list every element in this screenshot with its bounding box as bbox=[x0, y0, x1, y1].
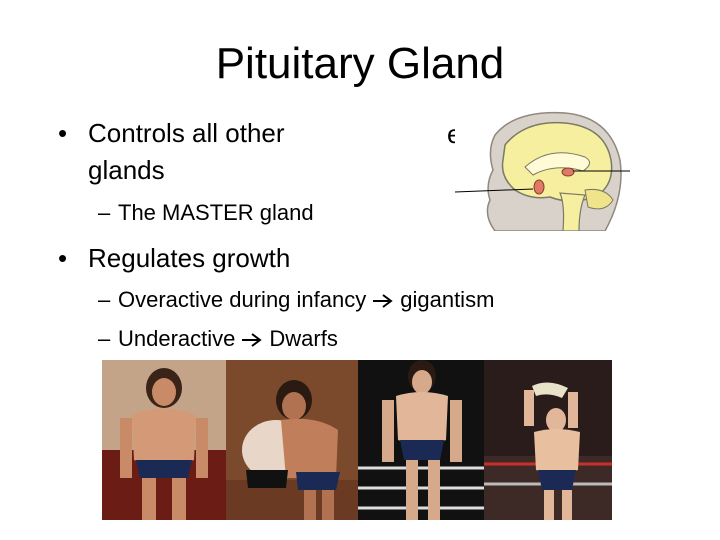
bullet-text: Regulates growth bbox=[88, 243, 291, 273]
subbullet-text: The MASTER gland bbox=[118, 200, 314, 225]
wrestler-holding-belt-photo bbox=[484, 360, 612, 520]
dash-marker: – bbox=[98, 326, 111, 351]
bullet-controls-glands: • Controls all other bbox=[58, 116, 285, 150]
subbullet-after: Dwarfs bbox=[269, 326, 338, 351]
right-arrow-icon bbox=[373, 294, 393, 308]
bullet-text-line2: glands bbox=[88, 155, 165, 185]
bullet-text-line1: Controls all other bbox=[88, 118, 285, 148]
bullet-marker: • bbox=[58, 243, 68, 273]
bullet-regulates-growth: • Regulates growth bbox=[58, 241, 290, 275]
subbullet-before: Overactive during infancy bbox=[118, 287, 367, 312]
wrestler-standing-photo bbox=[102, 360, 226, 520]
wrestlers-grappling-photo bbox=[226, 360, 358, 520]
bullet-controls-glands-cont: glands bbox=[88, 153, 165, 187]
subbullet-before: Underactive bbox=[118, 326, 236, 351]
slide-title: Pituitary Gland bbox=[215, 39, 505, 88]
wrestler-photos-strip bbox=[102, 360, 612, 520]
subbullet-master-gland: –The MASTER gland bbox=[98, 198, 314, 228]
wrestler-in-ring-photo bbox=[358, 360, 484, 520]
bullet-marker: • bbox=[58, 118, 68, 148]
dash-marker: – bbox=[98, 200, 111, 225]
subbullet-underactive: –Underactive Dwarfs bbox=[98, 324, 338, 354]
dash-marker: – bbox=[98, 287, 111, 312]
right-arrow-icon bbox=[242, 333, 263, 347]
subbullet-after: gigantism bbox=[400, 287, 495, 312]
brain-diagram-image bbox=[455, 105, 630, 231]
subbullet-overactive: –Overactive during infancy gigantism bbox=[98, 285, 494, 315]
